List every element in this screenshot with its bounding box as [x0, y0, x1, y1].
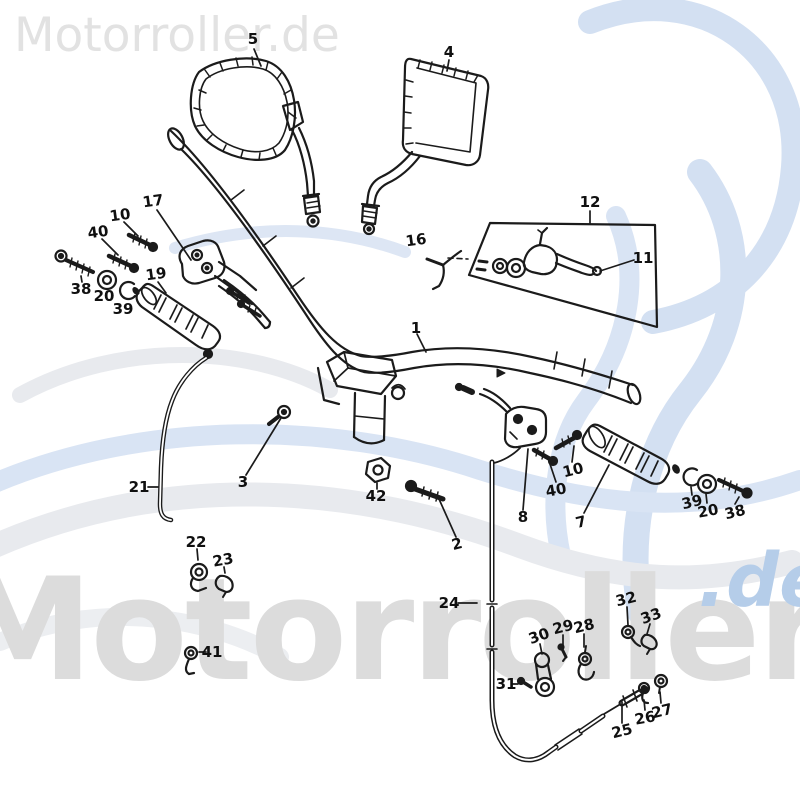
- bracket-30: [533, 651, 556, 698]
- clamp-22: [189, 562, 209, 593]
- watermark-wave-blue: [0, 424, 800, 513]
- clip-33: [640, 633, 658, 655]
- cable-guide-16: [425, 249, 469, 291]
- mirror-right-hatching: [403, 59, 479, 145]
- mirror-left: [189, 56, 322, 228]
- screw-40-left: [106, 253, 140, 274]
- screw-40-right: [531, 447, 559, 467]
- watermark-de-suffix: .de: [698, 538, 800, 624]
- ring-20-right: [696, 473, 718, 495]
- throttle-housing: [454, 382, 548, 464]
- lever-screws: [225, 286, 262, 318]
- parts-box-12: [467, 221, 659, 329]
- clamp-32: [620, 624, 642, 648]
- watermark-wing-1: [622, 159, 747, 625]
- mirror-left-stem: [290, 128, 310, 198]
- hook-41: [183, 645, 199, 676]
- cable-left: [157, 348, 214, 523]
- mirror-left-joint: [281, 100, 305, 132]
- ring-39-left: [118, 280, 137, 301]
- grip-right: [581, 423, 680, 485]
- watermark-topleft-text: Motorroller.de: [14, 8, 340, 63]
- mirror-right-stem: [365, 150, 414, 206]
- nut-42: [364, 456, 392, 484]
- clip-23: [214, 574, 234, 598]
- screw-2: [404, 479, 446, 502]
- mirror-right: [360, 57, 490, 236]
- cable-main: [486, 459, 650, 763]
- screw-31: [516, 676, 533, 689]
- ring-39-right: [682, 467, 700, 487]
- screw-10-right: [553, 429, 583, 451]
- choke-lever-11: [475, 226, 603, 279]
- ring-20-left: [96, 269, 118, 291]
- screw-38-left: [54, 249, 95, 277]
- brake-lever-assembly: [178, 239, 272, 330]
- clamp-28: [577, 645, 596, 681]
- handlebar-joint-ticks: [230, 189, 613, 389]
- screw-3: [267, 404, 292, 426]
- grip-left-hatching: [153, 294, 209, 339]
- screw-29: [557, 643, 568, 662]
- watermark-wave-gray-3: [0, 607, 289, 666]
- ring-27: [653, 673, 669, 694]
- watermark-wave-gray-1: [0, 482, 800, 590]
- watermark-wave-gray-2: [12, 347, 338, 403]
- handlebar-tube: [167, 127, 642, 406]
- leader-lines: [80, 48, 740, 724]
- grip-left: [132, 282, 222, 351]
- grip-right-hatching: [603, 435, 659, 477]
- screw-38-right: [717, 477, 753, 499]
- handlebar-clamp: [316, 350, 406, 445]
- mirror-left-hatching: [193, 56, 292, 161]
- screw-10-left: [126, 232, 159, 253]
- hook-26: [637, 681, 651, 705]
